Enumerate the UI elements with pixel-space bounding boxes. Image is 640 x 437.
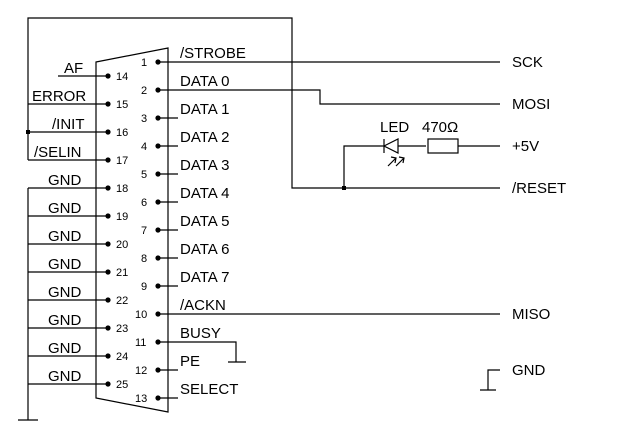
pin-number: 24 (116, 351, 128, 363)
pin-number: 25 (116, 379, 128, 391)
pin-number: 23 (116, 323, 128, 335)
pin-number: 21 (116, 267, 128, 279)
pin-label-data5: DATA 5 (180, 213, 229, 230)
pin-label-init: /INIT (52, 116, 85, 133)
pin-label-gnd: GND (48, 340, 82, 357)
pin-number: 20 (116, 239, 128, 251)
right-pin-group: 1 2 3 4 5 6 7 8 9 10 11 12 13 (135, 45, 246, 405)
pin-number: 18 (116, 183, 128, 195)
pin-number: 11 (135, 337, 146, 349)
pin-label-data1: DATA 1 (180, 101, 229, 118)
pin-number: 2 (141, 85, 147, 97)
pin-number: 6 (141, 197, 147, 209)
init-selin-loop-wire (27, 17, 500, 189)
junction-dot (342, 186, 346, 190)
gnd-leads (28, 187, 108, 385)
left-pin-group: 14 15 16 17 18 19 20 21 22 23 24 25 AF E… (28, 60, 128, 391)
pin-number: 13 (135, 393, 147, 405)
pin-label-gnd: GND (48, 200, 82, 217)
pin-label-strobe: /STROBE (180, 45, 246, 62)
pin-label-af: AF (64, 60, 83, 77)
pin-label-gnd: GND (48, 312, 82, 329)
mosi-wire (178, 89, 500, 105)
pin-number: 8 (141, 253, 147, 265)
pin-label-gnd: GND (48, 256, 82, 273)
right-pin-leads (158, 61, 178, 399)
signal-label-mosi: MOSI (512, 96, 550, 113)
pin-number: 10 (135, 309, 147, 321)
pin-label-select: SELECT (180, 381, 238, 398)
led-symbol (382, 138, 426, 167)
gnd-symbol (480, 369, 500, 391)
pin-label-gnd: GND (48, 172, 82, 189)
signal-label-vcc: +5V (512, 138, 539, 155)
pin-number: 16 (116, 127, 128, 139)
db25-connector-body (95, 47, 169, 413)
left-signal-leads (28, 75, 108, 161)
pin-number: 22 (116, 295, 128, 307)
pin-label-gnd: GND (48, 368, 82, 385)
pin-label-pe: PE (180, 353, 200, 370)
pin-label-data6: DATA 6 (180, 241, 229, 258)
pin-number: 5 (141, 169, 147, 181)
pin-label-busy: BUSY (180, 325, 221, 342)
pin-number: 19 (116, 211, 128, 223)
pin-number: 3 (141, 113, 147, 125)
junction-dot (26, 130, 30, 134)
signal-label-reset: /RESET (512, 180, 566, 197)
pin-label-data2: DATA 2 (180, 129, 229, 146)
pin-label-gnd: GND (48, 228, 82, 245)
busy-gnd-wire (178, 341, 237, 362)
pin-number: 9 (141, 281, 147, 293)
pin-number: 17 (116, 155, 128, 167)
led-branch-wire (343, 145, 384, 188)
pin-number: 4 (141, 141, 147, 153)
pin-label-selin: /SELIN (34, 144, 82, 161)
pin-label-error: ERROR (32, 88, 86, 105)
pin-number: 1 (141, 57, 147, 69)
signal-label-miso: MISO (512, 306, 550, 323)
resistor-label: 470Ω (422, 119, 458, 136)
pin-label-data3: DATA 3 (180, 157, 229, 174)
signal-label-sck: SCK (512, 54, 543, 71)
pin-label-data0: DATA 0 (180, 73, 229, 90)
led-label: LED (380, 119, 409, 136)
pin-number: 7 (141, 225, 147, 237)
pin-number: 14 (116, 71, 128, 83)
pin-number: 12 (135, 365, 147, 377)
pin-label-data4: DATA 4 (180, 185, 229, 202)
pin-number: 15 (116, 99, 128, 111)
pin-label-gnd: GND (48, 284, 82, 301)
resistor-symbol (427, 138, 459, 154)
pin-label-data7: DATA 7 (180, 269, 229, 286)
signal-label-gnd: GND (512, 362, 546, 379)
pin-label-ackn: /ACKN (180, 297, 226, 314)
